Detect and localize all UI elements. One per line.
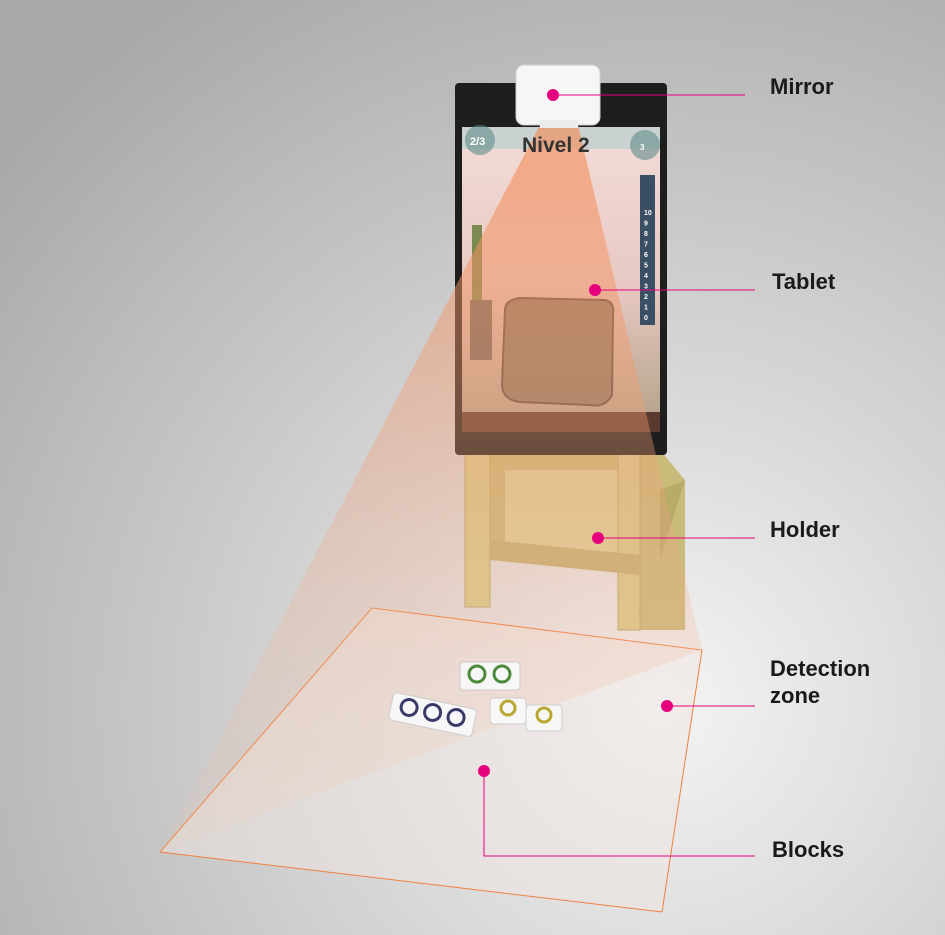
blocks	[388, 661, 563, 737]
holder-label: Holder	[770, 517, 840, 542]
holder-marker	[592, 532, 604, 544]
gear-icon	[630, 130, 660, 160]
blocks-marker	[478, 765, 490, 777]
level-progress: 2/3	[470, 136, 485, 148]
blocks-label: Blocks	[772, 837, 845, 862]
detection-zone-label-line2: zone	[770, 683, 821, 708]
coin-count: 3	[640, 143, 645, 152]
mirror-marker	[547, 89, 559, 101]
ruler-tick-label: 3	[644, 284, 648, 291]
level-title: Nivel 2	[522, 134, 590, 157]
ruler-tick-label: 10	[644, 210, 652, 217]
detection-zone-label-line1: Detection	[770, 656, 871, 681]
detection-zone-label: Detection zone	[770, 655, 870, 709]
ruler-tick-label: 0	[644, 315, 648, 322]
height-ruler	[640, 175, 655, 325]
ruler-tick-label: 9	[644, 221, 648, 228]
ruler-tick-label: 8	[644, 231, 648, 238]
callout-lines	[483, 94, 755, 857]
ruler-tick-label: 6	[644, 252, 648, 259]
ruler-tick-label: 1	[644, 305, 648, 312]
light-cone	[160, 125, 702, 852]
tablet-marker	[589, 284, 601, 296]
detection-zone-marker	[661, 700, 673, 712]
ruler-tick-label: 5	[644, 263, 648, 270]
ruler-tick-label: 7	[644, 242, 648, 249]
gear-icon	[465, 125, 495, 155]
ruler-tick-label: 2	[644, 294, 648, 301]
ruler-tick-label: 4	[644, 273, 648, 280]
tablet-label: Tablet	[772, 269, 836, 294]
mirror-label: Mirror	[770, 74, 834, 99]
